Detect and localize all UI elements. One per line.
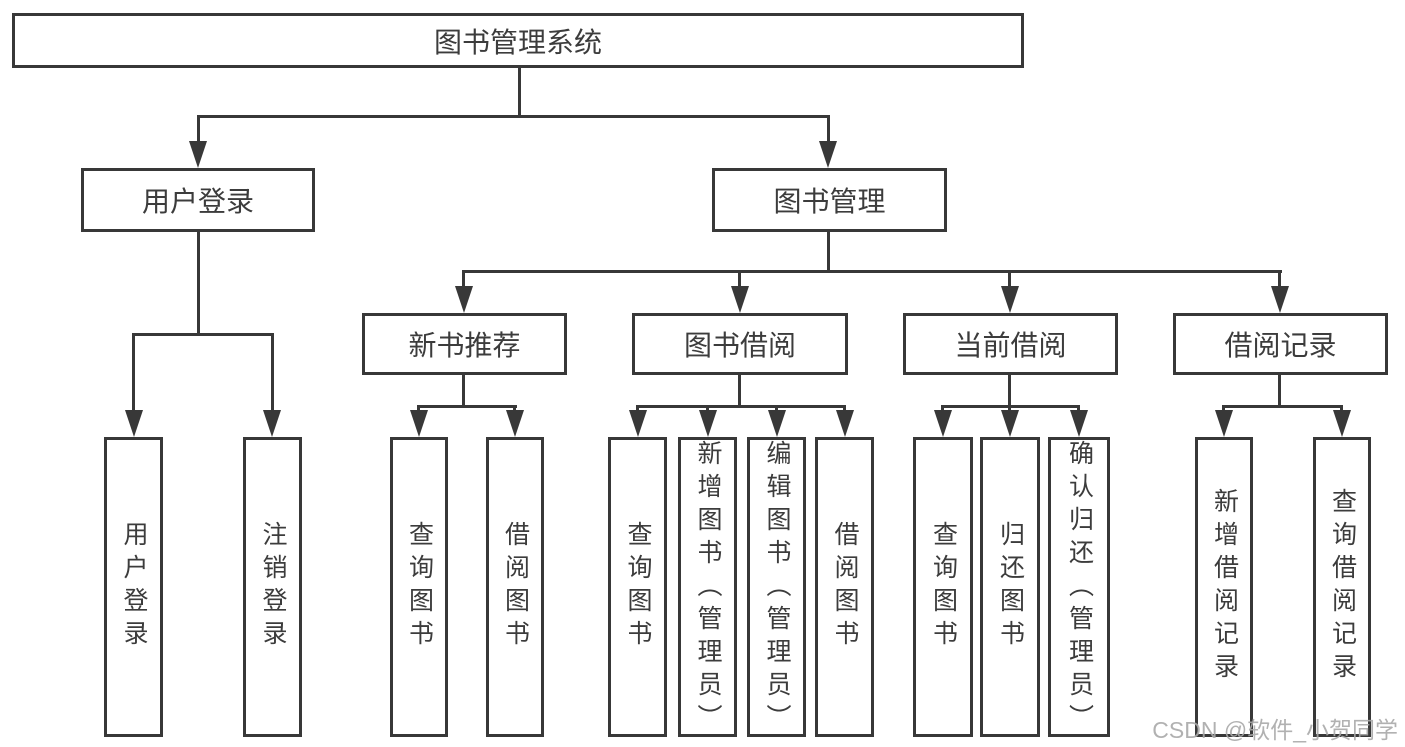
connector-line bbox=[1340, 405, 1343, 413]
leaf-label: 查询图书 bbox=[405, 521, 434, 653]
connector-line bbox=[941, 405, 944, 413]
connector-line bbox=[513, 405, 516, 413]
connector-line bbox=[843, 405, 846, 413]
leaf-user-login: 用户登录 bbox=[104, 437, 163, 737]
node-label: 用户登录 bbox=[141, 186, 254, 217]
node-borrow-records: 借阅记录 bbox=[1173, 313, 1388, 375]
connector-line bbox=[462, 375, 465, 408]
leaf-borrow-books-recommend: 借阅图书 bbox=[486, 437, 544, 737]
arrow-down-icon bbox=[768, 410, 786, 437]
leaf-label: 新增图书（管理员） bbox=[694, 440, 722, 737]
node-label: 当前借阅 bbox=[954, 330, 1067, 361]
connector-line bbox=[1278, 375, 1281, 408]
connector-line bbox=[636, 405, 639, 413]
connector-line bbox=[132, 333, 135, 413]
arrow-down-icon bbox=[125, 410, 143, 437]
connector-line bbox=[197, 115, 200, 145]
connector-line bbox=[1008, 375, 1011, 408]
arrow-down-icon bbox=[629, 410, 647, 437]
arrow-down-icon bbox=[1271, 286, 1289, 313]
leaf-confirm-return-admin: 确认归还（管理员） bbox=[1048, 437, 1110, 737]
leaf-label: 查询图书 bbox=[929, 521, 958, 653]
node-label: 图书管理系统 bbox=[433, 26, 602, 58]
leaf-label: 新增借阅记录 bbox=[1210, 488, 1239, 686]
leaf-label: 查询借阅记录 bbox=[1328, 488, 1357, 686]
node-current-borrow: 当前借阅 bbox=[903, 313, 1118, 375]
leaf-add-borrow-record: 新增借阅记录 bbox=[1195, 437, 1253, 737]
leaf-label: 借阅图书 bbox=[831, 521, 859, 653]
connector-line bbox=[827, 232, 830, 273]
connector-line bbox=[271, 333, 274, 413]
arrow-down-icon bbox=[819, 141, 837, 168]
connector-line bbox=[1222, 405, 1225, 413]
connector-line bbox=[738, 375, 741, 408]
connector-line bbox=[827, 115, 830, 145]
connector-line bbox=[197, 115, 830, 118]
node-label: 借阅记录 bbox=[1224, 330, 1337, 361]
leaf-label: 查询图书 bbox=[624, 521, 652, 653]
arrow-down-icon bbox=[934, 410, 952, 437]
arrow-down-icon bbox=[1001, 410, 1019, 437]
leaf-logout: 注销登录 bbox=[243, 437, 302, 737]
connector-line bbox=[1222, 405, 1343, 408]
arrow-down-icon bbox=[731, 286, 749, 313]
connector-line bbox=[132, 333, 274, 336]
arrow-down-icon bbox=[1070, 410, 1088, 437]
connector-line bbox=[518, 68, 521, 118]
arrow-down-icon bbox=[699, 410, 717, 437]
connector-line bbox=[197, 232, 200, 335]
node-book-management: 图书管理 bbox=[712, 168, 947, 232]
connector-line bbox=[1077, 405, 1080, 413]
leaf-borrow-books: 借阅图书 bbox=[815, 437, 874, 737]
connector-line bbox=[462, 270, 465, 289]
connector-line bbox=[1008, 405, 1011, 413]
arrow-down-icon bbox=[455, 286, 473, 313]
connector-line bbox=[462, 270, 1282, 273]
leaf-query-books-current: 查询图书 bbox=[913, 437, 973, 737]
arrow-down-icon bbox=[1333, 410, 1351, 437]
arrow-down-icon bbox=[410, 410, 428, 437]
leaf-return-books: 归还图书 bbox=[980, 437, 1040, 737]
connector-line bbox=[417, 405, 420, 413]
connector-line bbox=[636, 405, 846, 408]
arrow-down-icon bbox=[263, 410, 281, 437]
leaf-query-books-borrow: 查询图书 bbox=[608, 437, 667, 737]
connector-line bbox=[738, 270, 741, 289]
arrow-down-icon bbox=[1001, 286, 1019, 313]
arrow-down-icon bbox=[506, 410, 524, 437]
connector-line bbox=[706, 405, 709, 413]
leaf-label: 注销登录 bbox=[259, 521, 287, 653]
leaf-label: 借阅图书 bbox=[501, 521, 530, 653]
node-new-book-recommend: 新书推荐 bbox=[362, 313, 567, 375]
leaf-label: 用户登录 bbox=[120, 521, 148, 653]
leaf-add-books-admin: 新增图书（管理员） bbox=[678, 437, 737, 737]
connector-line bbox=[1278, 270, 1281, 289]
leaf-query-books-recommend: 查询图书 bbox=[390, 437, 448, 737]
leaf-label: 编辑图书（管理员） bbox=[763, 440, 791, 737]
arrow-down-icon bbox=[189, 141, 207, 168]
csdn-watermark: CSDN @软件_小贺同学 bbox=[1152, 717, 1398, 743]
leaf-label: 确认归还（管理员） bbox=[1065, 440, 1094, 737]
connector-line bbox=[417, 405, 517, 408]
node-library-management-system: 图书管理系统 bbox=[12, 13, 1024, 68]
node-book-borrow: 图书借阅 bbox=[632, 313, 848, 375]
node-label: 图书管理 bbox=[773, 186, 886, 217]
arrow-down-icon bbox=[1215, 410, 1233, 437]
connector-line bbox=[1008, 270, 1011, 289]
connector-line bbox=[775, 405, 778, 413]
node-label: 新书推荐 bbox=[408, 330, 521, 361]
leaf-query-borrow-record: 查询借阅记录 bbox=[1313, 437, 1371, 737]
node-user-login: 用户登录 bbox=[81, 168, 315, 232]
leaf-label: 归还图书 bbox=[996, 521, 1025, 653]
arrow-down-icon bbox=[836, 410, 854, 437]
node-label: 图书借阅 bbox=[683, 330, 796, 361]
leaf-edit-books-admin: 编辑图书（管理员） bbox=[747, 437, 806, 737]
